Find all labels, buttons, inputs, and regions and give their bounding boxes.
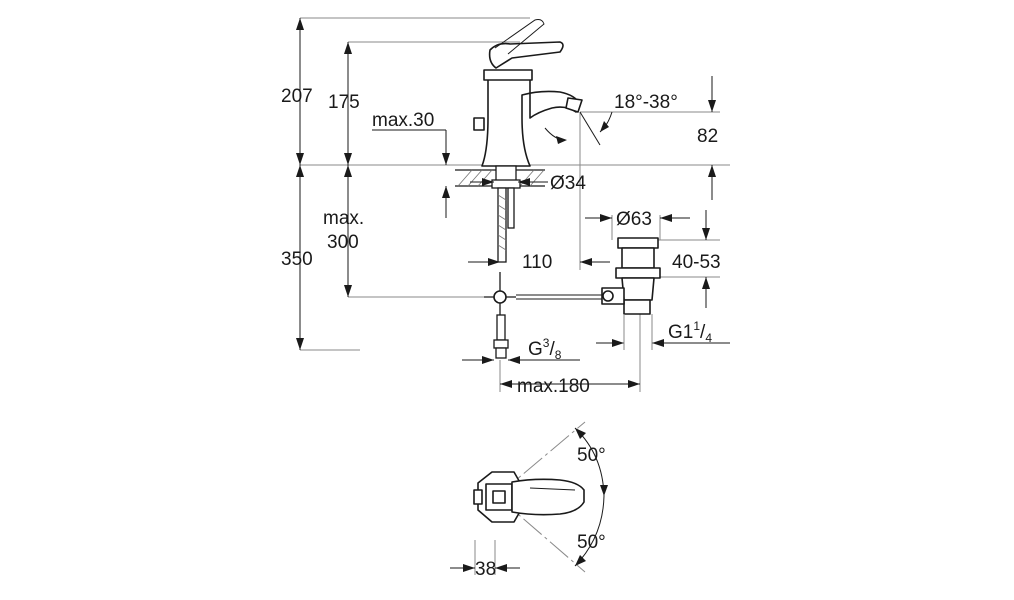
extension-lines [300,17,730,575]
dimension-spout-angle-label: 18°-38° [614,92,678,113]
dimension-max-30-label: max.30 [372,110,434,131]
pop-up-waste [601,237,661,315]
dimension-max-180-label: max.180 [517,376,590,397]
faucet-top-view [473,421,608,573]
dimension-diameter-34 [470,178,548,186]
dimension-175 [344,42,352,165]
dimension-spout-angle [544,111,613,146]
dimension-38 [450,564,520,572]
dimension-max-300-label-line1: max. [323,208,364,229]
dimension-max-300-label-line2: 300 [327,232,359,253]
dimension-207 [296,18,304,165]
dimension-diameter-63 [585,214,690,222]
dimension-diameter-63-label: Ø63 [616,209,652,230]
dimension-max-300 [344,165,352,297]
dimension-110-label: 110 [522,252,552,273]
dimension-82 [708,76,716,200]
dimension-40-53 [702,210,710,308]
dimension-110 [468,258,610,266]
dimension-g1-quarter [596,314,730,350]
dimension-82-label: 82 [697,126,718,147]
dimension-g-three-eighths [462,356,580,364]
dimension-175-label: 175 [328,92,360,113]
dimension-g1-quarter-label: G11/4 [668,319,712,345]
dimension-max-30 [372,129,450,218]
dimension-diameter-34-label: Ø34 [550,173,586,194]
faucet-body [473,19,583,359]
dimension-38-label: 38 [475,559,496,580]
dimension-g-three-eighths-label: G3/8 [528,336,562,362]
dimension-350-label: 350 [281,249,313,270]
dimension-207-label: 207 [281,86,313,107]
dimension-max-180 [500,380,640,388]
lever-angle-bottom-label: 50° [577,532,606,553]
dimension-40-53-label: 40-53 [672,252,721,273]
lever-angle-top-label: 50° [577,445,606,466]
pull-rod [516,294,602,300]
dimension-350 [296,165,304,350]
